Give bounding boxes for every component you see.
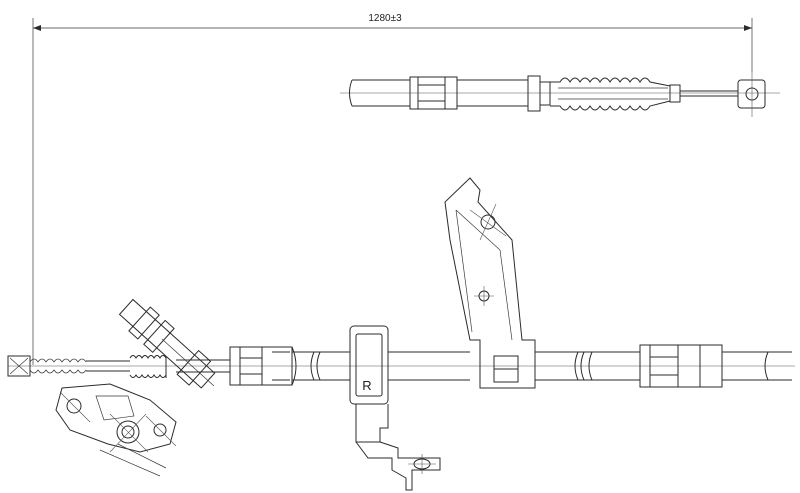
threaded-end-fitting	[7, 355, 167, 378]
side-marker-label: R	[362, 378, 371, 393]
overall-length-label: 1280±3	[368, 13, 402, 24]
grommet-clip: R	[349, 325, 441, 491]
main-cable-assembly: R	[7, 177, 795, 491]
ferrule-right	[639, 344, 723, 388]
ferrule-left	[229, 346, 297, 386]
clip-detail-view	[55, 383, 177, 477]
angled-bracket	[118, 298, 216, 389]
overall-length-dimension: 1280±3	[32, 13, 753, 365]
cable-end-detail-view	[340, 72, 780, 117]
mounting-bracket-tall	[444, 177, 536, 389]
